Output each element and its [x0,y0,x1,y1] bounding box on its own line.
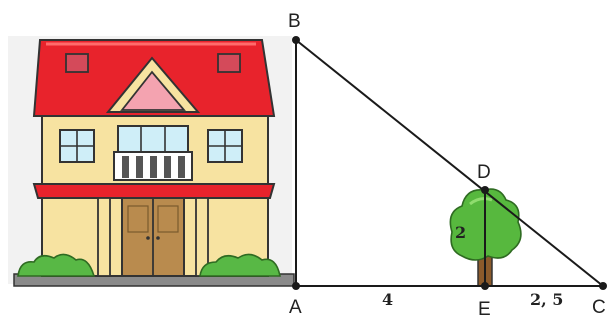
house-illustration [8,36,295,287]
label-C: C [592,297,606,318]
house-awning [32,183,276,199]
upper-window-left [59,129,95,163]
upper-window-right [207,129,243,163]
point-D [481,186,489,194]
label-A: A [289,297,302,318]
segment-BC [295,39,604,287]
point-A [292,282,300,290]
house-door [121,197,185,277]
length-AE: 4 [382,290,393,309]
point-E [481,282,489,290]
tree-crown-highlight [469,197,493,206]
house-gable-inner [120,70,186,111]
roof-window-left [65,53,89,73]
point-B [292,36,300,44]
triangle-geometry: B A C D E 4 2, 5 2 [288,11,607,320]
label-B: B [288,11,301,32]
balcony-window [117,125,189,153]
porch-pillar-left [97,197,111,277]
bush-left [17,253,96,277]
length-DE: 2 [455,223,466,242]
label-E: E [478,299,491,320]
balcony-railing [113,151,193,181]
length-EC: 2, 5 [530,290,563,309]
bush-right [199,253,281,277]
point-C [599,282,607,290]
label-D: D [477,162,491,183]
roof-window-right [217,53,241,73]
